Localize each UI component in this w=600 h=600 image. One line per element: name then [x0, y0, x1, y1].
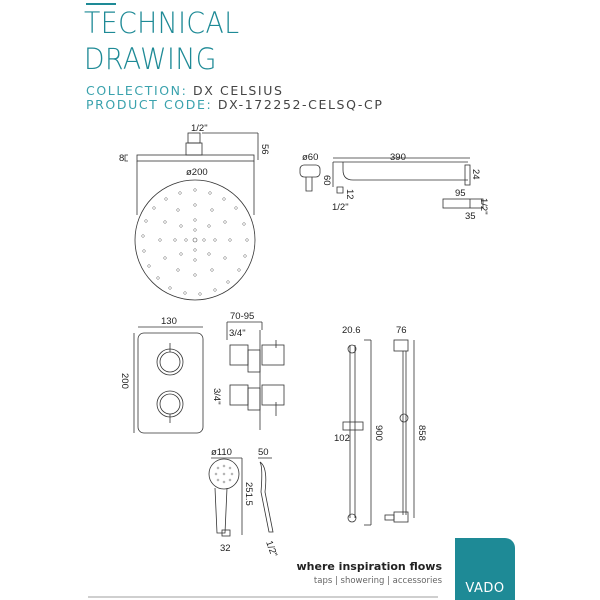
dim-arm-drop: 60: [321, 175, 332, 186]
valve-plate-drawing: [133, 326, 204, 434]
valve-body-drawing: [226, 321, 285, 430]
dim-arm-thread: 1/2": [332, 202, 349, 213]
dim-outlet-thread: 1/2": [478, 198, 489, 215]
dim-rail-length: 900: [373, 425, 384, 441]
dim-handset-length: 251.5: [243, 482, 254, 506]
dim-rail-side-depth: 76: [396, 325, 407, 336]
product-code-label: PRODUCT CODE:: [86, 97, 213, 112]
dim-arm-thread-length: 12: [344, 189, 355, 200]
footer-tagline: where inspiration flows: [296, 560, 442, 573]
dim-arm-length: 390: [390, 152, 406, 163]
dim-rail-slider: 102: [334, 433, 350, 444]
riser-rail-front-drawing: [342, 339, 372, 526]
dim-arm-flange: ø60: [302, 152, 318, 163]
dim-handset-diameter: ø110: [211, 447, 232, 458]
dim-shower-thickness: 8: [119, 153, 124, 164]
shower-head-drawing: [124, 132, 259, 301]
dim-shower-inlet: 1/2": [191, 123, 208, 134]
collection-label: COLLECTION:: [86, 83, 188, 98]
dim-rail-width: 20.6: [342, 325, 361, 336]
footer-rule: [88, 596, 438, 598]
page-title-line1: TECHNICAL: [84, 6, 240, 40]
header-accent-rule: [86, 3, 116, 5]
wall-arm-drawing: [299, 157, 484, 209]
handset-drawing: [208, 457, 274, 537]
shower-head-nozzles: [141, 188, 249, 296]
dim-outlet-length: 95: [455, 188, 466, 199]
collection-value: DX CELSIUS: [193, 83, 284, 98]
brand-name: VADO: [465, 581, 505, 596]
footer-subline: taps | showering | accessories: [313, 576, 442, 586]
dim-shower-diameter: ø200: [186, 167, 208, 178]
dim-plate-height: 200: [119, 373, 130, 389]
dim-handset-base: 32: [220, 543, 231, 554]
dim-handset-depth: 50: [258, 447, 269, 458]
dim-handset-thread: 1/2": [263, 539, 279, 558]
dim-shower-height: 56: [259, 144, 270, 155]
page-title-line2: DRAWING: [84, 42, 217, 76]
riser-rail-side-drawing: [384, 339, 415, 523]
dim-valve-depth: 70-95: [230, 311, 254, 322]
product-code-row: PRODUCT CODE: DX-172252-CELSQ-CP: [86, 97, 383, 112]
dim-plate-width: 130: [161, 316, 177, 327]
dim-arm-end: 24: [470, 169, 481, 180]
dim-outlet-depth: 35: [465, 211, 476, 222]
dim-rail-side-length: 858: [416, 425, 427, 441]
dim-valve-side-inlet: 3/4": [211, 388, 222, 405]
product-code-value: DX-172252-CELSQ-CP: [217, 97, 384, 112]
dim-valve-top-inlet: 3/4": [229, 328, 246, 339]
vado-logo: VADO: [455, 538, 515, 600]
collection-row: COLLECTION: DX CELSIUS: [86, 83, 284, 98]
